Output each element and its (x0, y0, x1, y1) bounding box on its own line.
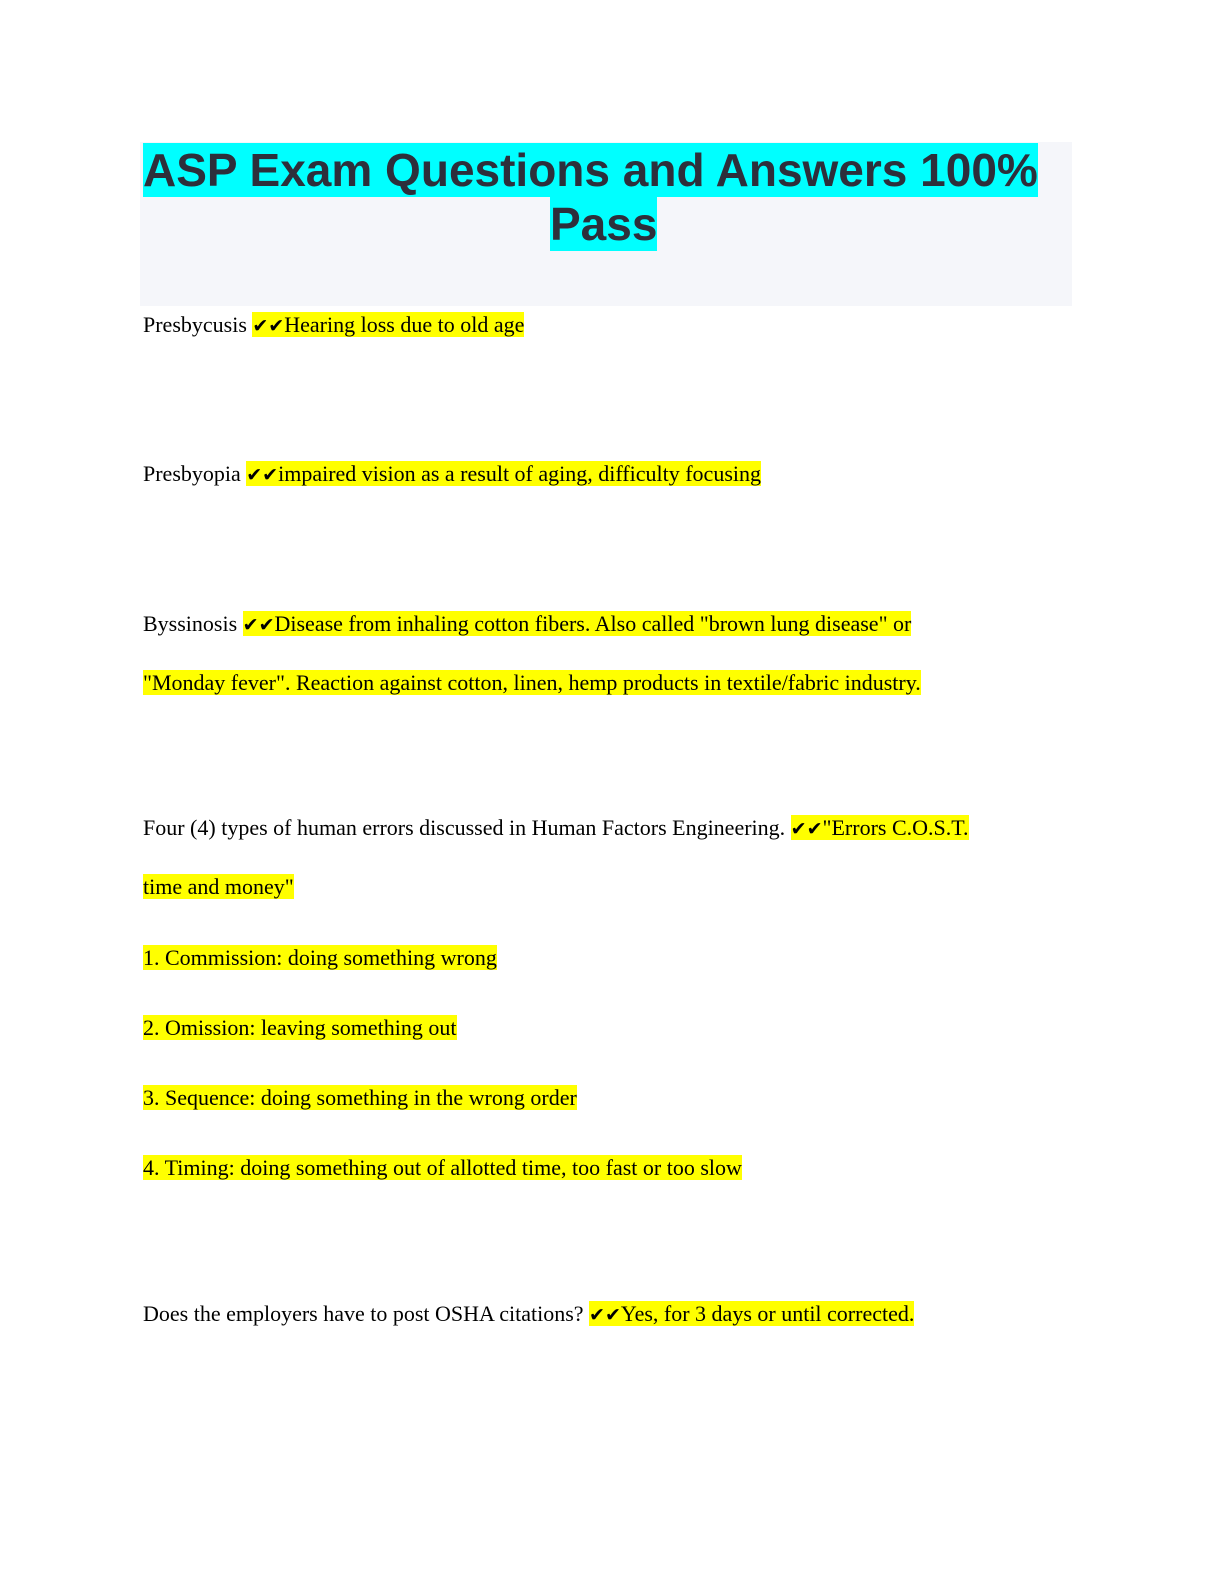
answer-text: Hearing loss due to old age (284, 312, 525, 337)
answer: ✔✔"Errors C.O.S.T. (790, 815, 969, 840)
qa-presbycusis: Presbycusis ✔✔Hearing loss due to old ag… (143, 312, 525, 339)
answer: ✔✔Disease from inhaling cotton fibers. A… (242, 611, 912, 636)
question: Does the employers have to post OSHA cit… (143, 1301, 584, 1326)
answer-text: 2. Omission: leaving something out (143, 1015, 457, 1040)
answer-text: "Errors C.O.S.T. (822, 815, 969, 840)
answer: ✔✔Yes, for 3 days or until corrected. (589, 1301, 915, 1326)
double-check-icon: ✔✔ (790, 818, 823, 840)
list-item: 1. Commission: doing something wrong (143, 945, 497, 971)
list-item: 3. Sequence: doing something in the wron… (143, 1085, 577, 1111)
answer-text: 3. Sequence: doing something in the wron… (143, 1085, 577, 1110)
double-check-icon: ✔✔ (242, 614, 275, 636)
question: Presbyopia (143, 461, 241, 486)
answer: ✔✔Hearing loss due to old age (252, 312, 525, 337)
answer-text: time and money" (143, 874, 294, 899)
list-item: 2. Omission: leaving something out (143, 1015, 457, 1041)
document-title-line-2: Pass (550, 197, 658, 251)
question: Presbycusis (143, 312, 247, 337)
answer-text: Disease from inhaling cotton fibers. Als… (274, 611, 912, 636)
double-check-icon: ✔✔ (246, 464, 279, 486)
answer-text: 4. Timing: doing something out of allott… (143, 1155, 742, 1180)
answer-text: 1. Commission: doing something wrong (143, 945, 497, 970)
question: Byssinosis (143, 611, 238, 636)
document-title-line-1: ASP Exam Questions and Answers 100% (143, 143, 1038, 197)
qa-presbyopia: Presbyopia ✔✔impaired vision as a result… (143, 461, 761, 488)
question: Four (4) types of human errors discussed… (143, 815, 786, 840)
qa-osha-citations: Does the employers have to post OSHA cit… (143, 1301, 915, 1328)
answer-text: "Monday fever". Reaction against cotton,… (143, 670, 921, 695)
answer-continuation: "Monday fever". Reaction against cotton,… (143, 670, 921, 696)
list-item: 4. Timing: doing something out of allott… (143, 1155, 742, 1181)
answer-text: impaired vision as a result of aging, di… (278, 461, 761, 486)
double-check-icon: ✔✔ (589, 1304, 621, 1326)
qa-byssinosis: Byssinosis ✔✔Disease from inhaling cotto… (143, 611, 912, 638)
qa-human-errors: Four (4) types of human errors discussed… (143, 815, 969, 842)
double-check-icon: ✔✔ (252, 315, 285, 337)
answer-continuation: time and money" (143, 874, 294, 900)
answer: ✔✔impaired vision as a result of aging, … (246, 461, 761, 486)
answer-text: Yes, for 3 days or until corrected. (620, 1301, 915, 1326)
